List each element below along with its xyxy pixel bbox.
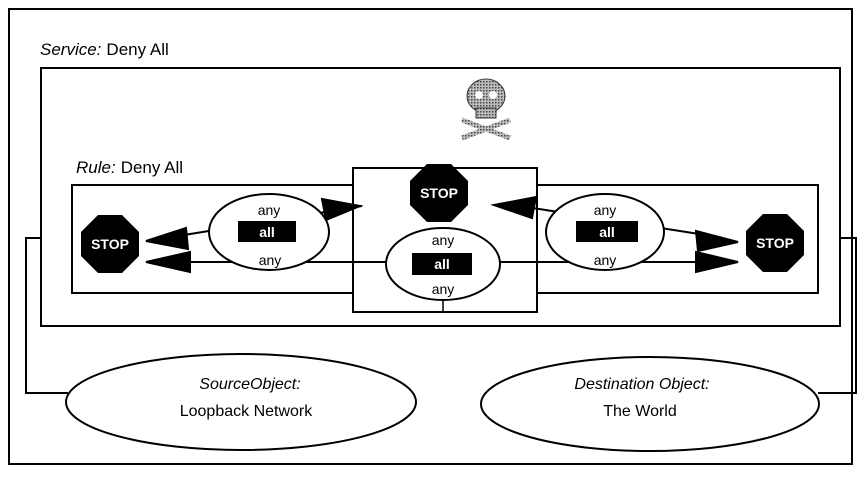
stop-sign-icon: STOP xyxy=(81,215,139,273)
skull-crossbones-icon xyxy=(461,78,511,141)
destination-connector xyxy=(818,237,857,394)
destination-object: Destination Object: The World xyxy=(480,356,820,452)
left-box-label: all xyxy=(259,224,275,240)
right-service-group: any all any xyxy=(545,193,665,271)
left-service-group: any all any xyxy=(208,193,330,271)
left-all-box xyxy=(238,221,296,242)
left-top-label: any xyxy=(258,202,281,218)
svg-text:STOP: STOP xyxy=(420,185,458,201)
right-top-label: any xyxy=(594,202,617,218)
destination-name: The World xyxy=(603,403,677,420)
right-box-label: all xyxy=(599,224,615,240)
stop-sign-icon: STOP xyxy=(746,214,804,272)
destination-title: Destination Object: xyxy=(574,376,709,393)
outer-frame xyxy=(8,8,853,465)
center-all-box xyxy=(412,253,472,275)
source-object: SourceObject: Loopback Network xyxy=(65,353,417,451)
center-service-group: any all any xyxy=(385,227,501,301)
rule-label: Rule:Deny All xyxy=(76,158,183,177)
center-box-label: all xyxy=(434,256,450,272)
service-box xyxy=(40,67,841,327)
source-name: Loopback Network xyxy=(180,403,314,420)
service-label: Service:Deny All xyxy=(40,40,169,59)
svg-text:STOP: STOP xyxy=(756,235,794,251)
source-title: SourceObject: xyxy=(199,376,300,393)
left-bottom-label: any xyxy=(259,252,282,268)
source-connector xyxy=(25,237,68,394)
right-bottom-label: any xyxy=(594,252,617,268)
center-bottom-label: any xyxy=(432,281,455,297)
center-top-label: any xyxy=(432,232,455,248)
stop-sign-icon: STOP xyxy=(410,164,468,222)
svg-text:STOP: STOP xyxy=(91,236,129,252)
right-all-box xyxy=(576,221,638,242)
